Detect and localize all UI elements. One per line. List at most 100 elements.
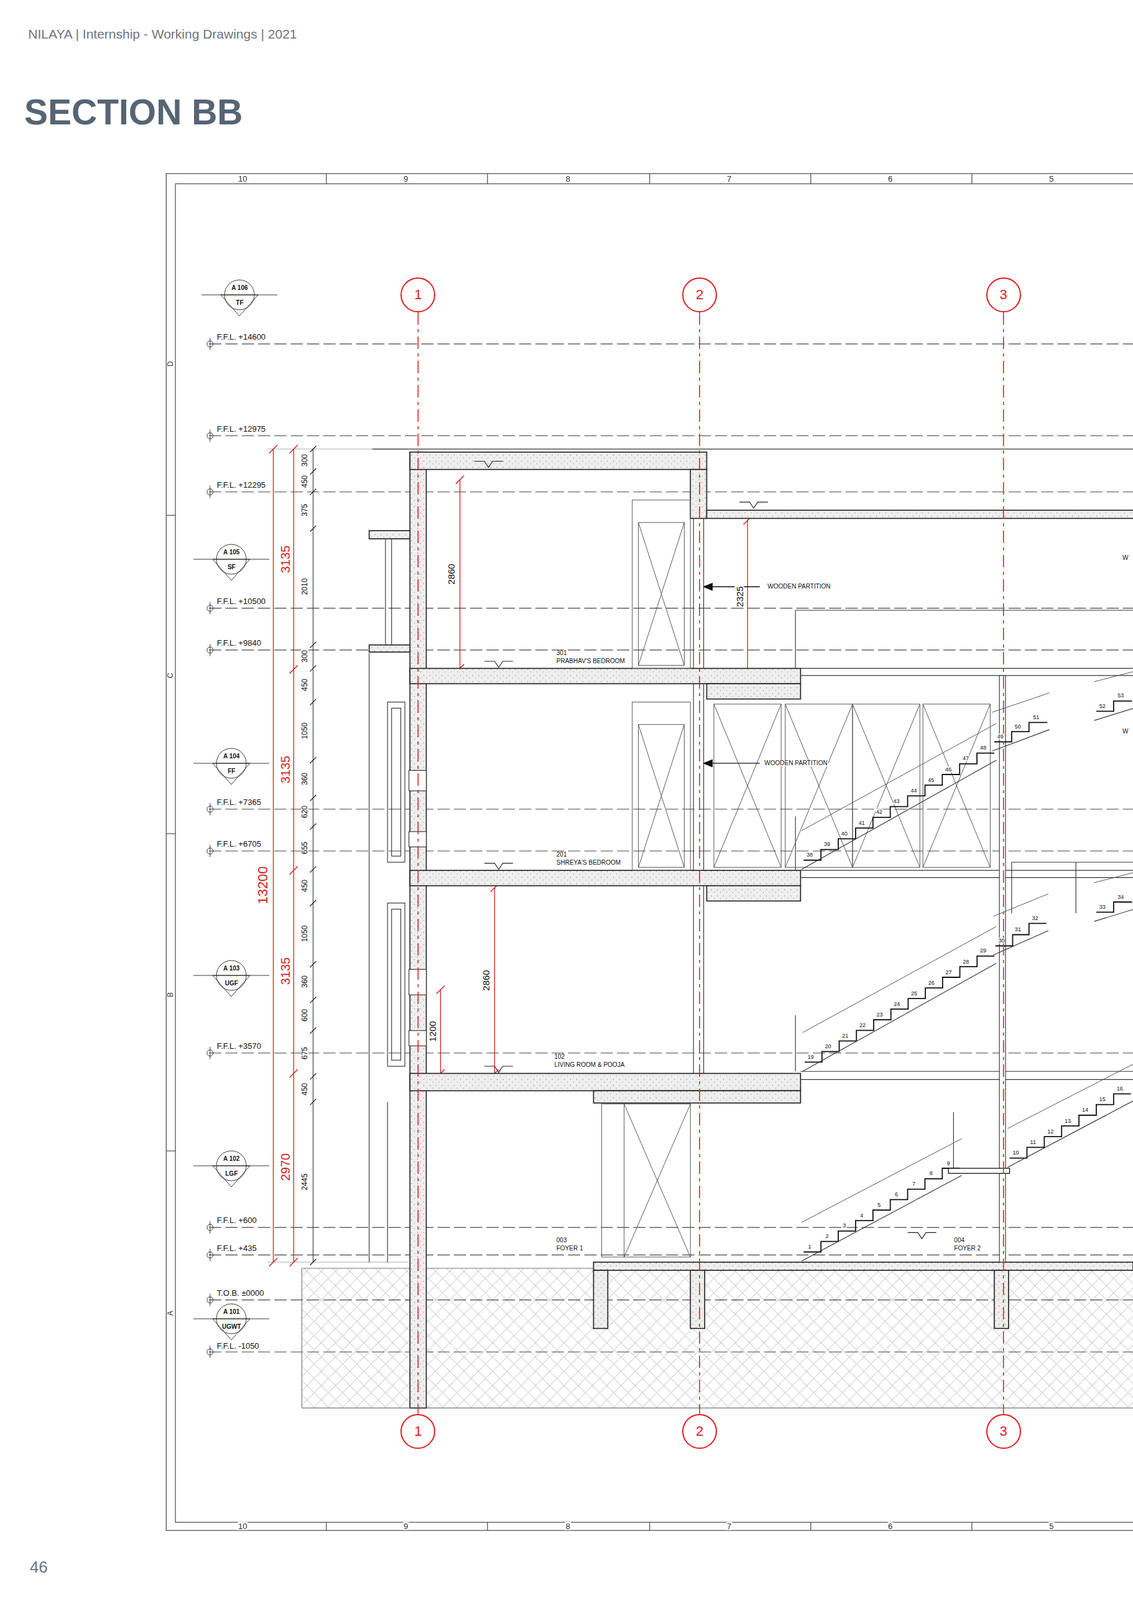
grid-bubble: 2 xyxy=(682,277,717,313)
step-number: 40 xyxy=(840,830,849,836)
floor-height-dimension: 3135 xyxy=(279,956,292,986)
step-number: 27 xyxy=(944,968,953,975)
sheet-reference: A 101 xyxy=(223,1308,240,1315)
note-text: W xyxy=(1121,554,1129,561)
level-name: UGWT xyxy=(221,1323,242,1330)
grid-reference: 9 xyxy=(402,174,409,183)
dimension-text: 620 xyxy=(300,804,309,819)
level-label: F.F.L. +6705 xyxy=(216,839,262,848)
stair-handrail xyxy=(801,1137,962,1222)
sheet-reference: A 106 xyxy=(231,284,248,292)
dimension-text: 360 xyxy=(300,771,309,786)
step-number: 28 xyxy=(961,958,970,964)
level-tag-circle xyxy=(216,748,247,778)
step-number: 13 xyxy=(1063,1117,1072,1124)
dimension-text: 655 xyxy=(300,840,309,855)
grid-reference: 10 xyxy=(237,1521,248,1530)
grid-bubble: 2 xyxy=(682,1413,717,1449)
grid-reference: A xyxy=(166,1309,175,1316)
level-name: TF xyxy=(235,299,244,306)
level-label: F.F.L. +12975 xyxy=(216,424,267,433)
stair-stringer xyxy=(1094,908,1133,921)
step-number: 45 xyxy=(927,776,935,783)
grid-reference: 7 xyxy=(726,1521,732,1530)
stair-stringer xyxy=(801,1175,962,1262)
level-tag-circle xyxy=(216,1303,247,1334)
grid-number: 1 xyxy=(414,1424,422,1438)
stair-stringer xyxy=(1007,1100,1133,1168)
level-tag-triangle xyxy=(220,294,259,316)
step-number: 53 xyxy=(1116,692,1125,699)
dimension-text: 1200 xyxy=(427,1019,438,1042)
dimension-text: 300 xyxy=(300,453,309,468)
grid-bubble: 1 xyxy=(400,1413,436,1449)
level-tag-symbol xyxy=(211,541,252,582)
grid-number: 3 xyxy=(999,287,1008,302)
level-tag-triangle xyxy=(212,1165,250,1187)
step-number: 48 xyxy=(979,744,987,751)
step-number: 39 xyxy=(823,841,831,847)
grid-reference: 9 xyxy=(402,1521,409,1530)
dimension-text: 1050 xyxy=(300,924,309,943)
grid-reference: C xyxy=(166,671,175,679)
step-number: 1 xyxy=(807,1243,813,1250)
stair-stringer xyxy=(992,729,1050,751)
step-number: 31 xyxy=(1014,926,1022,933)
grid-reference: 5 xyxy=(1048,1521,1055,1530)
stair-handrail xyxy=(802,925,997,1033)
dimension-text: 600 xyxy=(300,1008,309,1022)
stair-handrail xyxy=(1094,670,1133,681)
step-number: 4 xyxy=(859,1211,864,1218)
step-number: 15 xyxy=(1098,1096,1107,1102)
grid-bubble: 3 xyxy=(986,1413,1022,1449)
step-number: 22 xyxy=(858,1021,867,1028)
leader-arrows xyxy=(703,586,760,764)
step-number: 47 xyxy=(961,755,970,762)
room-number: 003 xyxy=(555,1236,568,1244)
level-label: F.F.L. +10500 xyxy=(216,596,267,605)
grid-bubble: 3 xyxy=(986,277,1022,313)
room-name: FOYER 1 xyxy=(555,1244,584,1252)
level-tag-triangle xyxy=(212,763,250,785)
level-tag: A 106TF xyxy=(219,277,260,318)
building-lines xyxy=(369,448,1133,1262)
dimension-text: 2860 xyxy=(480,968,491,991)
level-tag-symbol xyxy=(219,277,260,318)
level-markers xyxy=(474,461,937,1239)
level-label: F.F.L. +9840 xyxy=(216,638,262,647)
dimension-text: 1050 xyxy=(300,721,309,740)
level-name: SF xyxy=(227,564,236,571)
step-number: 50 xyxy=(1014,723,1022,729)
step-number: 19 xyxy=(807,1054,815,1060)
dimension-text: 450 xyxy=(300,474,309,489)
level-name: LGF xyxy=(225,1170,238,1177)
stair-handrail xyxy=(1007,1063,1133,1129)
level-label: F.F.L. +435 xyxy=(216,1243,258,1252)
note-text: WOODEN PARTITION xyxy=(763,759,828,767)
stair-treads xyxy=(803,753,995,861)
level-tag-triangle xyxy=(212,559,250,581)
level-name: FF xyxy=(227,767,236,775)
level-tag: A 105SF xyxy=(211,541,252,582)
dimension-text: 450 xyxy=(300,1082,309,1096)
level-tag-triangle xyxy=(212,1318,250,1340)
grid-reference: 8 xyxy=(565,174,571,183)
sheet-frame xyxy=(166,173,1133,1530)
page-title: SECTION BB xyxy=(24,94,244,130)
header-text: NILAYA | Internship - Working Drawings |… xyxy=(27,27,298,41)
dimension-text: 2325 xyxy=(734,585,744,608)
grid-reference: 6 xyxy=(887,174,893,183)
dimension-text: 450 xyxy=(300,677,309,692)
grid-reference: 6 xyxy=(887,1521,893,1530)
grid-bubble: 1 xyxy=(400,277,436,313)
staircase xyxy=(801,670,1133,1261)
floor-height-dimension: 3135 xyxy=(279,544,292,574)
stair-stringer xyxy=(993,930,1049,955)
level-crosshairs xyxy=(207,337,214,1358)
level-label: F.F.L. +3570 xyxy=(216,1040,262,1050)
dimension-text: 375 xyxy=(300,503,309,517)
level-tag-triangle xyxy=(212,975,250,997)
